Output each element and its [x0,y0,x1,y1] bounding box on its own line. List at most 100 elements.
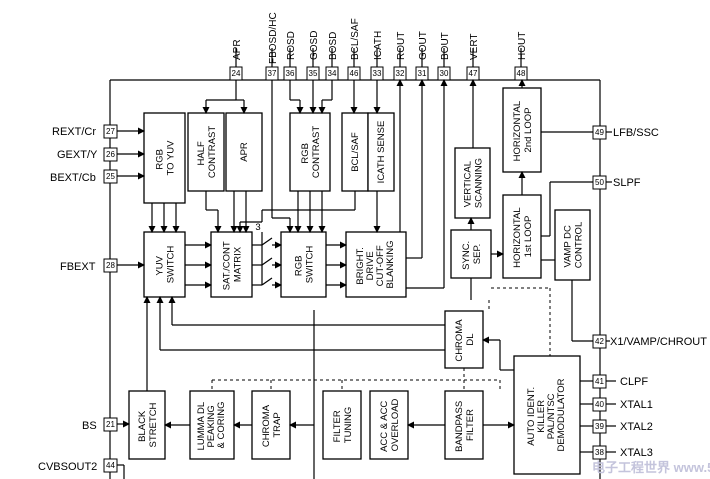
block-icath-sense: ICATH SENSE [367,112,395,192]
block-rgb-contrast: RGB CONTRAST [289,112,331,192]
svg-text:GOSD: GOSD [309,31,320,60]
svg-text:APR: APR [232,39,243,60]
block-horizontal-2nd-loop: HORIZONTAL 2nd LOOP [502,87,542,173]
svg-text:25: 25 [106,172,115,181]
svg-text:SYNC. SEP.: SYNC. SEP. [461,238,483,270]
svg-text:CVBSOUT2: CVBSOUT2 [38,461,97,473]
block-chroma-dl: CHROMA DL [444,310,484,369]
svg-text:APR: APR [239,142,250,162]
svg-text:CHROMA TRAP: CHROMA TRAP [261,403,283,447]
block-apr: APR [225,112,263,192]
svg-text:RGB CONTRAST: RGB CONTRAST [300,126,322,178]
svg-text:VERT: VERT [469,34,480,61]
block-filter-tuning: FILTER TUNING [322,390,362,460]
block-luma-dl: LUMMA DL PEAKING & CORING [189,390,235,460]
block-rgb-to-yuv: RGB TO YUV [143,112,186,204]
block-black-stretch: BLACK STRETCH [128,390,166,460]
svg-text:VAMP DC CONTROL: VAMP DC CONTROL [563,222,585,268]
svg-text:HOUT: HOUT [517,32,528,60]
right-pins: 49 LFB/SSC 50 SLPF 42 X1/VAMP/CHROUT 41 … [592,125,707,460]
pin-gosd: 35 GOSD [306,31,320,81]
svg-text:24: 24 [232,69,241,78]
svg-text:CHROMA DL: CHROMA DL [454,317,476,361]
svg-text:HORIZONTAL 2nd LOOP: HORIZONTAL 2nd LOOP [512,99,534,162]
svg-text:LUMMA DL PEAKING &: LUMMA DL PEAKING & CORING [196,400,227,451]
pin-bext-cb: BEXT/Cb 25 [50,169,118,184]
pin-rosd: 36 ROSD [283,31,297,81]
svg-text:37: 37 [268,69,277,78]
svg-text:BEXT/Cb: BEXT/Cb [50,172,96,184]
svg-text:ICATH SENSE: ICATH SENSE [376,121,387,184]
svg-text:33: 33 [373,69,382,78]
svg-text:ROUT: ROUT [396,32,407,60]
pin-gext-y: GEXT/Y 26 [57,147,118,162]
svg-text:FBEXT: FBEXT [60,261,96,273]
pin-xtal3: 38 XTAL3 [592,445,653,460]
svg-text:ROSD: ROSD [286,31,297,60]
left-pins: REXT/Cr 27 GEXT/Y 26 BEXT/Cb 25 FBEXT 28… [38,124,118,473]
block-horizontal-1st-loop: HORIZONTAL 1st LOOP [502,194,542,279]
svg-text:3: 3 [255,222,260,233]
svg-text:47: 47 [469,69,478,78]
svg-text:49: 49 [595,128,604,137]
pin-rout: 32 ROUT [393,32,407,81]
svg-text:FBOSD/HC: FBOSD/HC [268,12,279,64]
svg-text:REXT/Cr: REXT/Cr [52,126,96,138]
svg-text:32: 32 [396,69,405,78]
svg-text:X1/VAMP/CHROUT: X1/VAMP/CHROUT [610,336,707,348]
pin-xtal1: 40 XTAL1 [592,397,653,412]
block-rgb-switch: RGB SWITCH [280,231,327,298]
svg-text:CLPF: CLPF [620,376,648,388]
svg-text:41: 41 [595,377,604,386]
svg-text:27: 27 [106,127,115,136]
svg-text:BRIGHT. DRIVE CUT-: BRIGHT. DRIVE CUT-OFF BLANKING [355,240,396,288]
pin-fbosd-hc: 37 FBOSD/HC [265,12,279,81]
svg-text:28: 28 [106,261,115,270]
svg-text:XTAL2: XTAL2 [620,421,653,433]
top-pins: 24 APR 37 FBOSD/HC 36 ROSD 35 GOSD 34 BO… [229,12,528,81]
pin-apr: 24 APR [229,39,243,81]
svg-text:SLPF: SLPF [613,177,641,189]
svg-text:26: 26 [106,150,115,159]
block-vamp-dc-control: VAMP DC CONTROL [554,209,591,281]
pin-hout: 48 HOUT [514,32,528,81]
svg-text:35: 35 [309,69,318,78]
pin-gout: 31 GOUT [415,31,429,81]
pin-x1-vamp-chrout: 42 X1/VAMP/CHROUT [592,334,707,349]
pin-clpf: 41 CLPF [592,374,648,389]
pin-fbext: FBEXT 28 [60,258,118,273]
svg-text:44: 44 [106,461,115,470]
svg-text:VERTICAL SCANNING: VERTICAL SCANNING [463,158,485,208]
svg-text:GOUT: GOUT [418,31,429,60]
svg-text:HORIZONTAL 1st LOOP: HORIZONTAL 1st LOOP [512,205,534,268]
svg-text:RGB TO YUV: RGB TO YUV [155,140,177,176]
svg-text:42: 42 [595,337,604,346]
block-bcl-saf: BCL/SAF [341,112,369,192]
svg-text:ICATH: ICATH [373,31,384,60]
svg-text:BS: BS [82,420,97,432]
block-sync-sep: SYNC. SEP. [450,229,492,279]
svg-text:30: 30 [440,69,449,78]
svg-text:36: 36 [286,69,295,78]
block-vertical-scanning: VERTICAL SCANNING [454,147,491,219]
svg-text:BOSD: BOSD [328,32,339,60]
svg-text:46: 46 [350,69,359,78]
svg-text:SAT./CONT MATRIX: SAT./CONT MATRIX [222,239,244,290]
svg-text:48: 48 [517,69,526,78]
pin-bosd: 34 BOSD [325,32,339,81]
pin-bcl-saf: 46 BCL/SAF [347,18,361,81]
svg-text:50: 50 [595,178,604,187]
svg-text:BOUT: BOUT [440,32,451,60]
svg-text:34: 34 [328,69,337,78]
pin-slpf: 50 SLPF [592,175,641,190]
block-acc-overload: ACC & ACC OVERLOAD [369,390,409,460]
pin-rext-cr: REXT/Cr 27 [52,124,118,139]
svg-text:BANDPASS FILTER: BANDPASS FILTER [454,398,476,452]
svg-text:AUTO IDENT. KILLER: AUTO IDENT. KILLER PAL/NTSC DEMODULATOR [526,378,567,451]
pin-bout: 30 BOUT [437,32,451,81]
pin-cvbsout2: CVBSOUT2 44 [38,458,118,473]
block-bandpass-filter: BANDPASS FILTER [444,390,484,460]
svg-text:BCL/SAF: BCL/SAF [350,132,361,172]
control-lines [211,287,551,392]
